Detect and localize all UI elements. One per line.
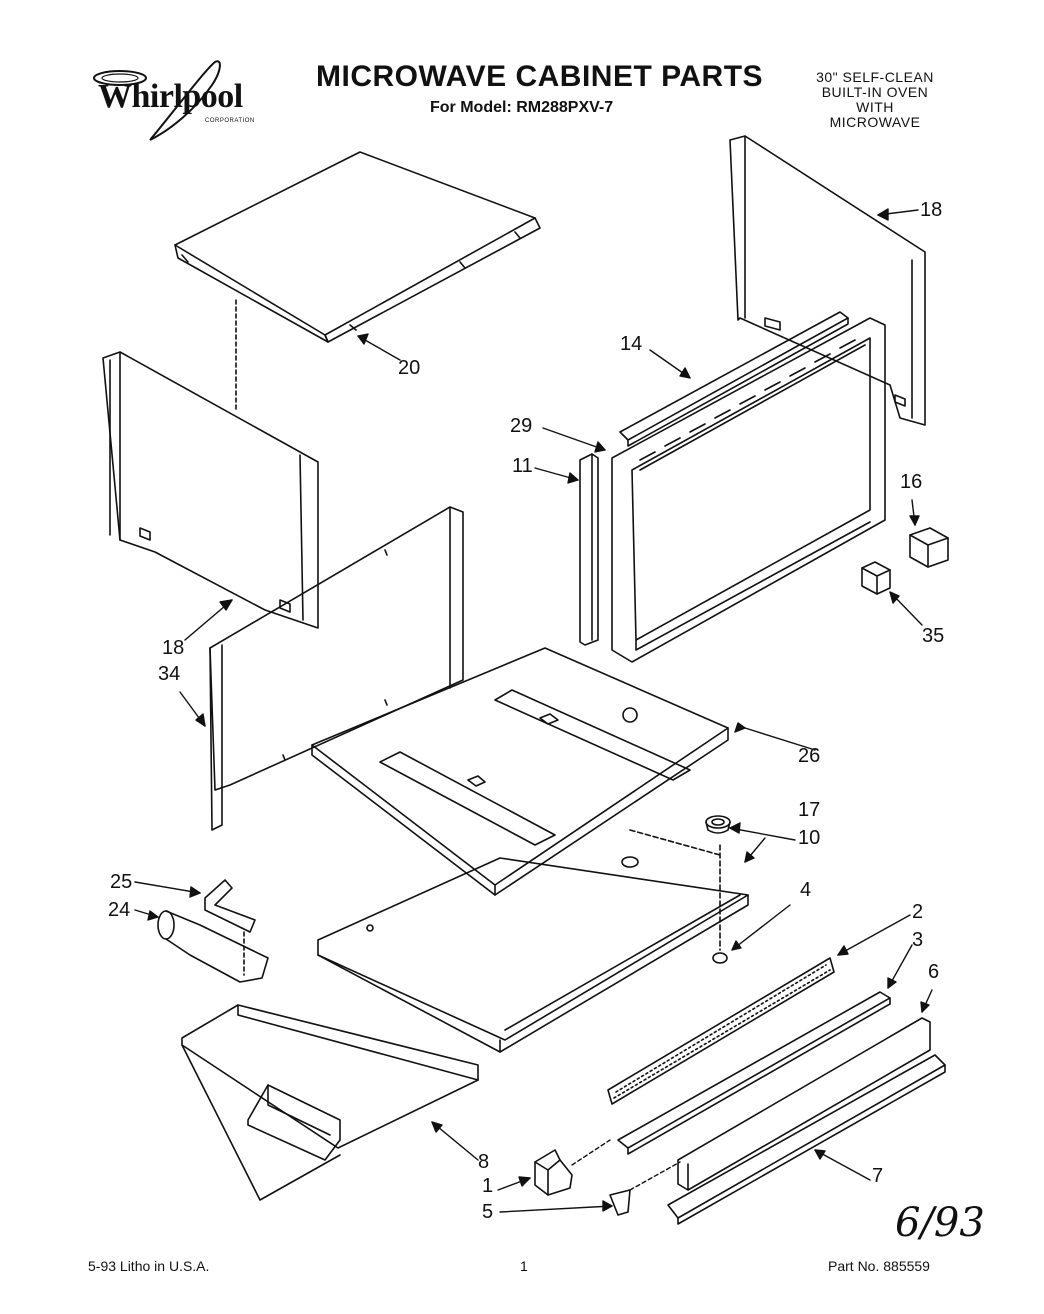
- callout-24: 24: [108, 899, 131, 921]
- part-grille-mesh: [608, 958, 834, 1104]
- brand-name: Whirlpool: [98, 78, 243, 115]
- description-line: MICROWAVE: [829, 114, 921, 130]
- description-line: 30" SELF-CLEAN: [816, 69, 934, 85]
- callout-7: 7: [872, 1165, 884, 1187]
- part-trim-bar: [618, 992, 890, 1154]
- callout-8: 8: [478, 1151, 490, 1173]
- part-trim-strip-vertical: [580, 454, 598, 645]
- footer-page-number: 1: [520, 1258, 528, 1274]
- description-line: BUILT-IN OVEN: [821, 84, 929, 100]
- callout-6: 6: [928, 961, 940, 983]
- part-lower-tray: [318, 830, 748, 1052]
- part-front-frame: [612, 318, 885, 662]
- callout-20: 20: [398, 357, 421, 379]
- model-number: RM288PXV-7: [516, 99, 614, 116]
- part-left-side-panel: [103, 300, 318, 628]
- callout-29: 29: [510, 415, 533, 437]
- leader-lines: [135, 209, 932, 1212]
- part-upper-floor: [312, 648, 728, 895]
- callout-3: 3: [912, 929, 924, 951]
- callout-1: 1: [482, 1175, 494, 1197]
- callout-10: 10: [798, 827, 821, 849]
- handwritten-date: 6/93: [895, 1200, 985, 1246]
- page-title: MICROWAVE CABINET PARTS: [316, 60, 764, 93]
- description-line: WITH: [856, 99, 894, 115]
- brand-corporation: CORPORATION: [205, 118, 255, 124]
- callout-11: 11: [512, 455, 533, 477]
- footer-part-number: Part No. 885559: [828, 1258, 930, 1274]
- part-right-side-panel: [730, 136, 925, 425]
- part-top-panel: [175, 152, 540, 342]
- logo-swoosh-icon: [150, 61, 220, 140]
- part-front-rail: [678, 1018, 930, 1190]
- footer-litho: 5-93 Litho in U.S.A.: [88, 1258, 210, 1274]
- product-description: 30" SELF-CLEAN BUILT-IN OVEN WITH MICROW…: [800, 70, 950, 130]
- part-kick-rail: [668, 1055, 945, 1224]
- callout-26: 26: [798, 745, 821, 767]
- logo-oval-icon: [94, 71, 146, 85]
- callout-18-left: 18: [162, 637, 185, 659]
- part-small-bracket: [910, 528, 948, 567]
- callout-25: 25: [110, 871, 133, 893]
- part-duct-bracket: [205, 880, 255, 932]
- callout-35: 35: [922, 625, 945, 647]
- part-trim-strip-horizontal: [620, 312, 848, 446]
- part-switch: [862, 562, 890, 594]
- part-back-panel: [210, 507, 463, 830]
- callout-14: 14: [620, 333, 643, 355]
- callout-17: 17: [798, 799, 821, 821]
- part-clip: [535, 1150, 572, 1195]
- part-base-tray: [182, 1005, 478, 1200]
- logo-oval-inner-icon: [102, 74, 138, 82]
- callout-18: 18: [920, 199, 943, 221]
- model-line: For Model: RM288PXV-7: [430, 99, 613, 117]
- part-hinge-cap: [610, 1190, 630, 1215]
- callout-34: 34: [158, 663, 181, 685]
- callout-2: 2: [912, 901, 924, 923]
- callout-5: 5: [482, 1201, 494, 1223]
- model-label: For Model:: [430, 99, 512, 116]
- callout-16: 16: [900, 471, 923, 493]
- part-grommet: [706, 816, 730, 833]
- callout-4: 4: [800, 879, 812, 901]
- part-air-duct: [158, 911, 268, 982]
